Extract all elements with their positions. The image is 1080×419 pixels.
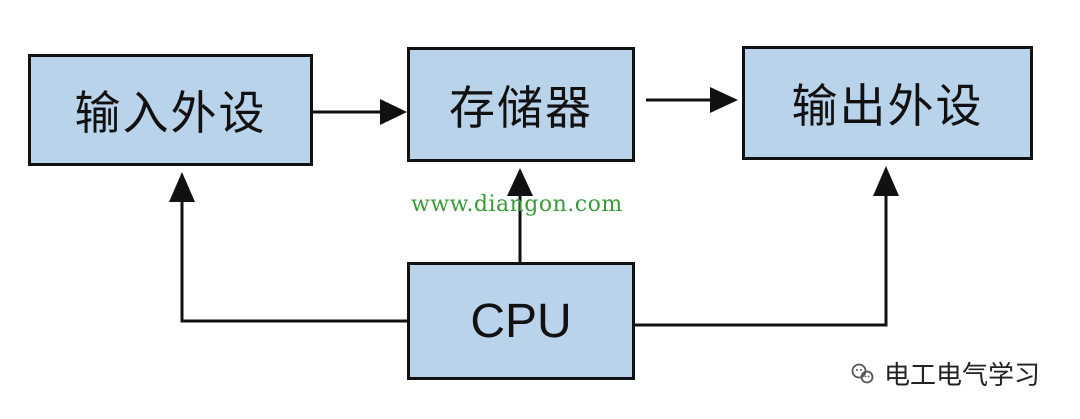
arrowhead-memory-left [380, 99, 407, 125]
brand-name: 电工电气学习 [884, 361, 1041, 391]
wechat-icon [851, 363, 874, 383]
memory-box: 存储器 [407, 47, 635, 162]
output-peripheral-box: 输出外设 [742, 46, 1033, 160]
input-peripheral-label: 输入外设 [74, 86, 267, 140]
watermark-url: www.diangon.com [411, 192, 623, 217]
arrowhead-output-bottom [873, 166, 899, 196]
arrow-cpu-to-output [635, 196, 888, 327]
arrowhead-memory-bottom [507, 168, 533, 196]
brand-badge: 电工电气学习 [850, 355, 1040, 392]
arrow-cpu-to-input [180, 200, 407, 323]
input-peripheral-box: 输入外设 [28, 54, 313, 166]
arrowhead-input-bottom [169, 172, 195, 202]
arrowhead-output-left [710, 87, 738, 113]
cpu-label: CPU [470, 294, 572, 348]
memory-label: 存储器 [449, 80, 593, 135]
cpu-box: CPU [407, 262, 635, 380]
output-peripheral-label: 输出外设 [791, 79, 984, 133]
